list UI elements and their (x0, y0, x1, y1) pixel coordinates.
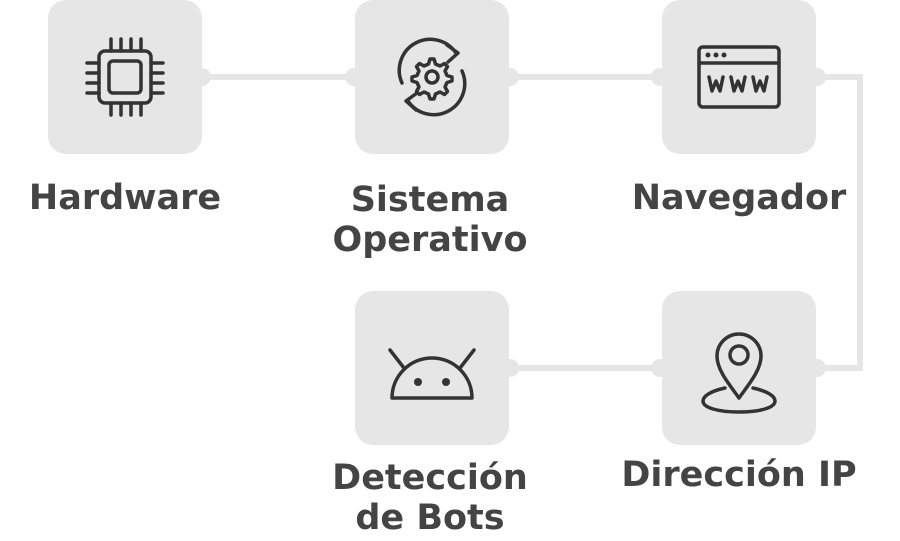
label-line: de Bots (355, 498, 505, 538)
step-browser-label: Navegador (612, 178, 866, 218)
step-os-label: Sistema Operativo (305, 180, 555, 260)
step-ip-label: Dirección IP (604, 455, 874, 495)
browser-www-icon (697, 45, 781, 109)
step-ip-box (662, 291, 816, 445)
step-hardware-box (48, 0, 202, 154)
label-line: Detección (332, 458, 528, 498)
label-line: Sistema (350, 180, 510, 220)
label-line: Dirección IP (621, 455, 857, 495)
label-line: Hardware (28, 178, 222, 218)
connector-browser-ip (815, 74, 863, 371)
gear-sync-icon (397, 37, 467, 117)
step-hardware-label: Hardware (0, 178, 250, 218)
step-bots-label: Detección de Bots (305, 458, 555, 538)
label-line: Operativo (332, 220, 528, 260)
step-browser-box (662, 0, 816, 154)
step-os-box (355, 0, 509, 154)
map-pin-icon (701, 332, 777, 414)
cpu-chip-icon (85, 37, 165, 117)
label-line: Navegador (631, 178, 847, 218)
step-bots-box (355, 291, 509, 445)
android-robot-icon (388, 348, 476, 400)
